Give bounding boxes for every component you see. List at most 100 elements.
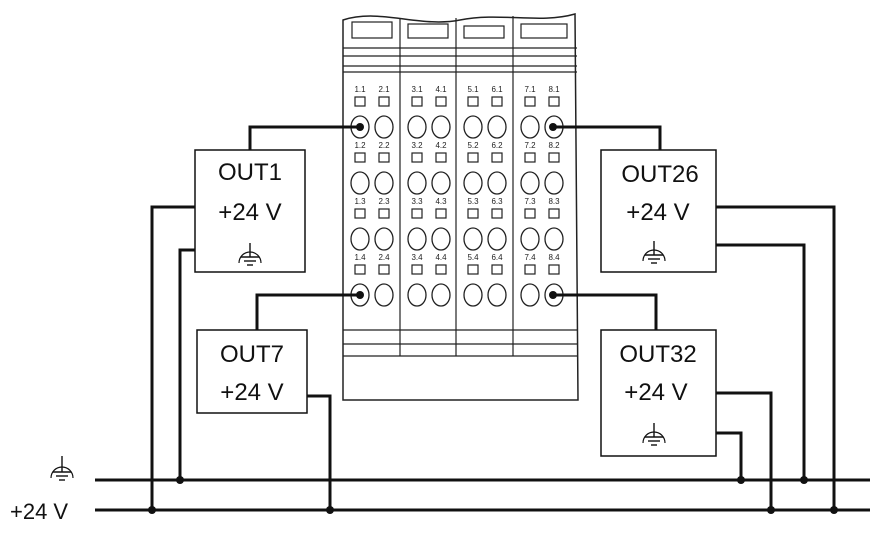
output-box <box>600 149 717 273</box>
terminal-connection-dot <box>356 291 364 299</box>
terminal-release-slot <box>378 208 390 219</box>
terminal-release-slot <box>354 152 366 163</box>
terminal-connection-dot <box>356 123 364 131</box>
ground-icon <box>50 456 74 481</box>
terminal-label: 3.4 <box>411 253 423 262</box>
junction-dot <box>830 506 838 514</box>
terminal-contact <box>374 227 394 251</box>
terminal-label: 8.1 <box>548 85 560 94</box>
terminal-release-slot <box>435 264 447 275</box>
wire-out1-ground <box>178 248 195 480</box>
terminal-label: 3.1 <box>411 85 423 94</box>
wire-out1-supply <box>150 205 195 510</box>
wire-out26-signal <box>553 125 662 150</box>
terminal-contact <box>520 115 540 139</box>
terminal-contact <box>520 283 540 307</box>
wire-out1-signal <box>248 125 360 150</box>
terminal-label: 6.3 <box>491 197 503 206</box>
terminal-release-slot <box>524 208 536 219</box>
terminal-release-slot <box>548 208 560 219</box>
terminal-label: 8.2 <box>548 141 560 150</box>
terminal-contact <box>431 115 451 139</box>
terminal-contact <box>407 283 427 307</box>
terminal-label: 6.4 <box>491 253 503 262</box>
terminal-release-slot <box>491 208 503 219</box>
terminal-contact <box>431 171 451 195</box>
terminal-contact <box>407 171 427 195</box>
terminal-label: 5.2 <box>467 141 479 150</box>
terminal-label: 1.1 <box>354 85 366 94</box>
terminal-release-slot <box>491 264 503 275</box>
terminal-release-slot <box>435 152 447 163</box>
terminal-release-slot <box>411 264 423 275</box>
terminal-contact <box>544 171 564 195</box>
output-out26: OUT26 +24 V <box>600 149 717 273</box>
terminal-release-slot <box>378 96 390 107</box>
terminal-label: 2.3 <box>378 197 390 206</box>
terminal-label: 1.4 <box>354 253 366 262</box>
output-supply: +24 V <box>626 199 689 226</box>
terminal-contact <box>374 283 394 307</box>
terminal-contact <box>487 227 507 251</box>
output-supply: +24 V <box>220 379 283 406</box>
terminal-contact <box>350 227 370 251</box>
terminal-contact <box>431 227 451 251</box>
wire-out26-supply <box>716 205 836 510</box>
terminal-contact <box>374 115 394 139</box>
wire-out26-ground <box>716 243 806 480</box>
supply-rail-label: +24 V <box>10 499 68 524</box>
terminal-contact <box>431 283 451 307</box>
output-out1: OUT1 +24 V <box>194 149 306 273</box>
terminal-release-slot <box>548 264 560 275</box>
output-supply: +24 V <box>218 199 281 226</box>
module-latch <box>520 23 568 39</box>
terminal-label: 4.3 <box>435 197 447 206</box>
terminal-label: 5.3 <box>467 197 479 206</box>
module-latch <box>407 23 449 39</box>
module-latch <box>463 25 505 39</box>
output-box <box>196 329 308 414</box>
ground-icon <box>642 423 666 446</box>
terminal-label: 7.2 <box>524 141 536 150</box>
terminal-block-outline <box>342 13 579 401</box>
output-name: OUT1 <box>218 159 282 186</box>
terminal-label: 7.3 <box>524 197 536 206</box>
ground-icon <box>238 243 262 266</box>
junction-dot <box>737 476 745 484</box>
junctions <box>148 123 838 514</box>
terminal-contact <box>407 227 427 251</box>
terminal-release-slot <box>435 208 447 219</box>
terminal-label: 7.1 <box>524 85 536 94</box>
terminal-contact <box>544 227 564 251</box>
terminal-label: 7.4 <box>524 253 536 262</box>
output-box <box>600 329 717 457</box>
terminal-label: 8.3 <box>548 197 560 206</box>
terminal-label: 1.2 <box>354 141 366 150</box>
junction-dot <box>176 476 184 484</box>
terminal-release-slot <box>524 264 536 275</box>
terminal-label: 8.4 <box>548 253 560 262</box>
terminal-release-slot <box>354 208 366 219</box>
terminal-release-slot <box>411 152 423 163</box>
terminal-release-slot <box>467 264 479 275</box>
output-out7: OUT7 +24 V <box>196 329 308 414</box>
terminal-release-slot <box>467 96 479 107</box>
terminal-contact <box>407 115 427 139</box>
wire-out32-supply <box>716 391 773 510</box>
terminal-release-slot <box>467 208 479 219</box>
terminal-contact <box>520 227 540 251</box>
terminal-label: 4.2 <box>435 141 447 150</box>
output-name: OUT7 <box>220 341 284 368</box>
terminal-contact <box>520 171 540 195</box>
terminal-connection-dot <box>549 291 557 299</box>
terminal-label: 2.2 <box>378 141 390 150</box>
terminal-release-slot <box>524 96 536 107</box>
terminal-release-slot <box>467 152 479 163</box>
terminal-label: 3.3 <box>411 197 423 206</box>
terminal-label: 4.4 <box>435 253 447 262</box>
junction-dot <box>767 506 775 514</box>
wire-out7-supply <box>307 394 332 510</box>
